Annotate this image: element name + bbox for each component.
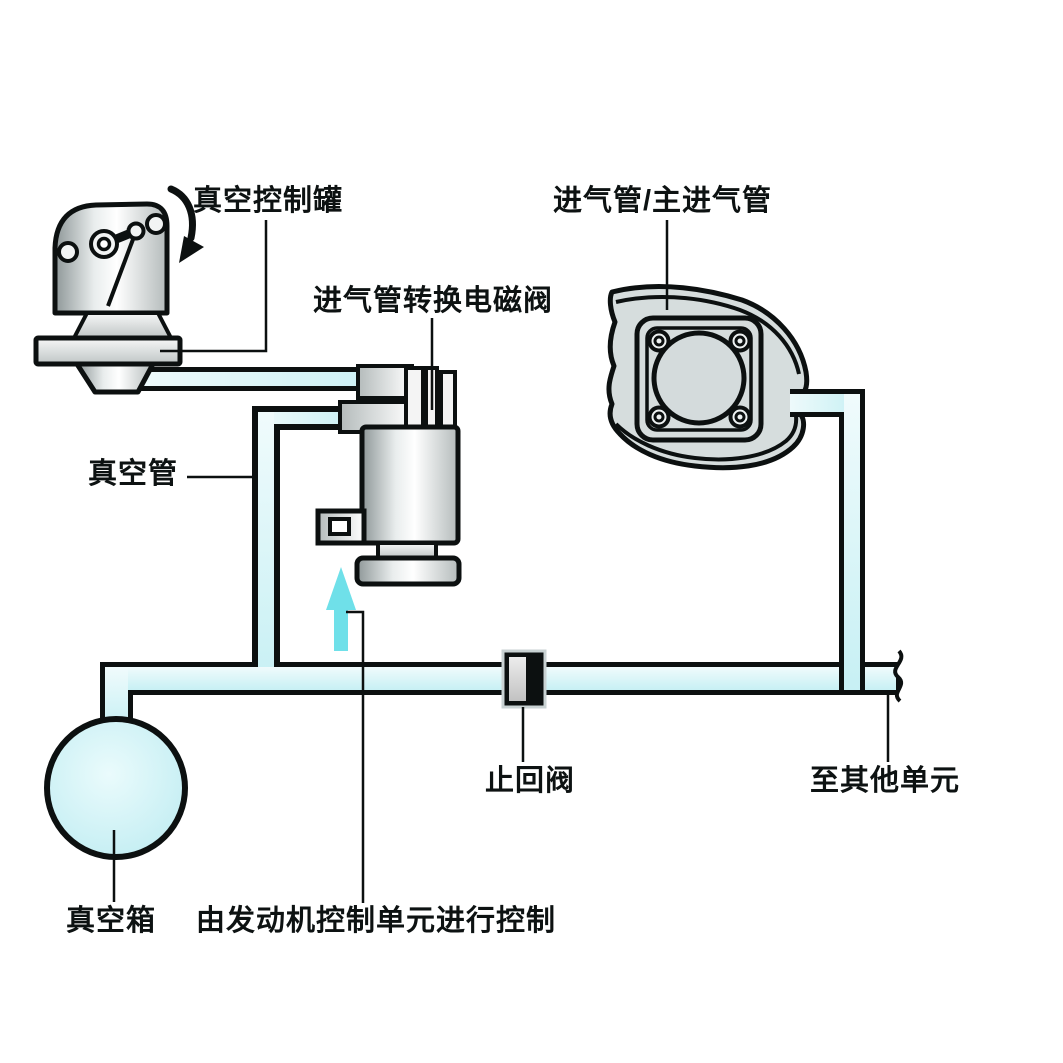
label-vacuum-hose: 真空管: [88, 458, 179, 490]
solenoid-base-foot: [354, 555, 462, 587]
manifold-flange-inner: [645, 326, 753, 432]
left-pipe-elbow-interior: [258, 412, 360, 424]
label-vacuum-control-canister: 真空控制罐: [193, 185, 344, 217]
canister-base: [74, 361, 156, 395]
canister-bolt-left: [57, 241, 79, 263]
solenoid-body: [359, 424, 461, 546]
solenoid-port-3: [439, 370, 457, 430]
solenoid-connector-pin: [328, 517, 351, 536]
vacuum-tank: [44, 716, 188, 860]
canister-link-pin: [126, 221, 146, 241]
left-vertical-pipe-interior: [258, 412, 274, 690]
label-solenoid-valve: 进气管转换电磁阀: [313, 285, 554, 317]
tank-drop-pipe-interior: [105, 667, 128, 727]
label-to-other-units: 至其他单元: [810, 765, 961, 797]
leader-ecu: [346, 610, 365, 903]
manifold-bolts: [647, 329, 752, 429]
canister-bolt-right: [145, 213, 167, 235]
solenoid-top-fitting: [356, 364, 414, 400]
canister-rod: [106, 233, 137, 307]
pipe-break-squiggle: [893, 649, 904, 703]
check-valve: [501, 649, 547, 709]
leader-canister: [160, 220, 268, 353]
label-intake-manifold: 进气管/主进气管: [553, 185, 773, 217]
check-valve-piston: [509, 657, 526, 701]
label-check-valve: 止回阀: [485, 765, 576, 797]
intake-manifold: [606, 284, 865, 692]
right-vertical-pipe-interior: [844, 394, 860, 690]
pipe-break-mask: [895, 650, 922, 702]
label-vacuum-tank: 真空箱: [66, 905, 157, 937]
curved-arrow-icon: [167, 185, 204, 263]
manifold-bottom-contour: [614, 415, 799, 462]
label-ecu-control: 由发动机控制单元进行控制: [196, 905, 557, 937]
canister-pivot-inner: [96, 236, 112, 252]
canister-flange: [33, 335, 183, 367]
leader-lines: [112, 220, 890, 903]
canister-neck: [72, 311, 173, 340]
up-arrow-icon: [326, 567, 356, 651]
manifold-bore: [651, 330, 747, 426]
canister-pipe-interior: [135, 372, 412, 386]
manifold-top-contour: [615, 294, 801, 375]
main-bottom-pipe-interior: [105, 667, 896, 690]
manifold-pipe-interior: [790, 394, 860, 412]
vacuum-control-canister: [33, 201, 183, 395]
solenoid-valve: [315, 364, 462, 587]
solenoid-port-1: [404, 366, 425, 430]
